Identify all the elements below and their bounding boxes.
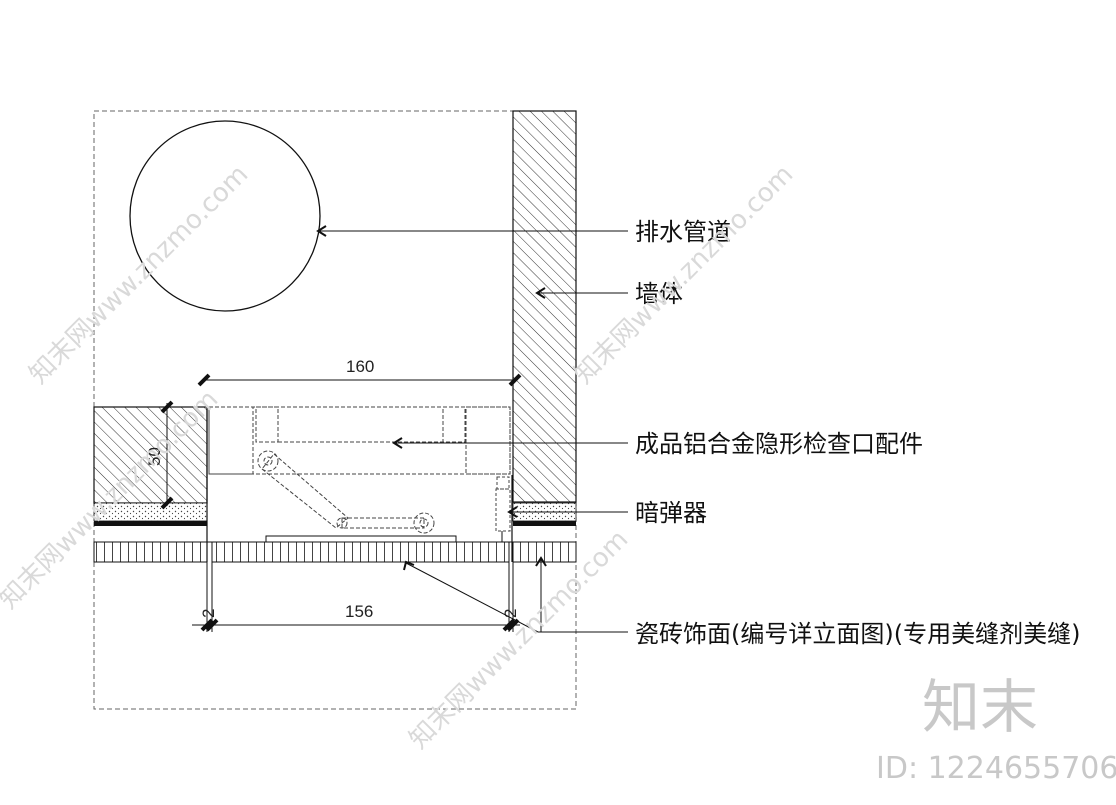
watermark-text: 知末网www.znzmo.com bbox=[24, 159, 255, 390]
left-membrane bbox=[94, 521, 207, 526]
left-block-hatch bbox=[93, 406, 208, 504]
image-id: ID: 1224655706 bbox=[876, 751, 1116, 786]
hinge-arm bbox=[257, 450, 435, 534]
panel-tile bbox=[211, 541, 510, 563]
drain-pipe-circle bbox=[129, 120, 321, 312]
dimension-bottom: 156 2 2 bbox=[192, 562, 520, 632]
label-push-latch: 暗弹器 bbox=[635, 499, 707, 527]
wall-hatch bbox=[512, 110, 577, 503]
dim-left-gap: 2 bbox=[199, 609, 218, 618]
dim-bottom-width: 156 bbox=[345, 602, 373, 621]
label-wall: 墙体 bbox=[635, 280, 683, 308]
brand-logo: 知末 bbox=[922, 673, 1038, 741]
label-drain-pipe: 排水管道 bbox=[635, 218, 731, 246]
push-latch bbox=[495, 476, 511, 532]
right-tile bbox=[512, 541, 577, 563]
dim-depth: 50 bbox=[145, 447, 164, 466]
leader-lines bbox=[316, 225, 628, 633]
access-fitting bbox=[208, 406, 511, 475]
hinge-base-plate bbox=[265, 535, 457, 543]
dim-top-width: 160 bbox=[346, 357, 374, 376]
left-tile bbox=[93, 541, 208, 563]
right-membrane bbox=[513, 521, 576, 526]
label-tile-finish: 瓷砖饰面(编号详立面图)(专用美缝剂美缝) bbox=[635, 620, 1080, 648]
dimension-depth: 50 bbox=[145, 400, 174, 510]
watermark-text: 知末网www.znzmo.com bbox=[569, 159, 800, 390]
label-access-fitting: 成品铝合金隐形检查口配件 bbox=[635, 430, 923, 458]
dim-right-gap: 2 bbox=[501, 609, 520, 618]
dimension-top: 160 bbox=[197, 357, 522, 387]
